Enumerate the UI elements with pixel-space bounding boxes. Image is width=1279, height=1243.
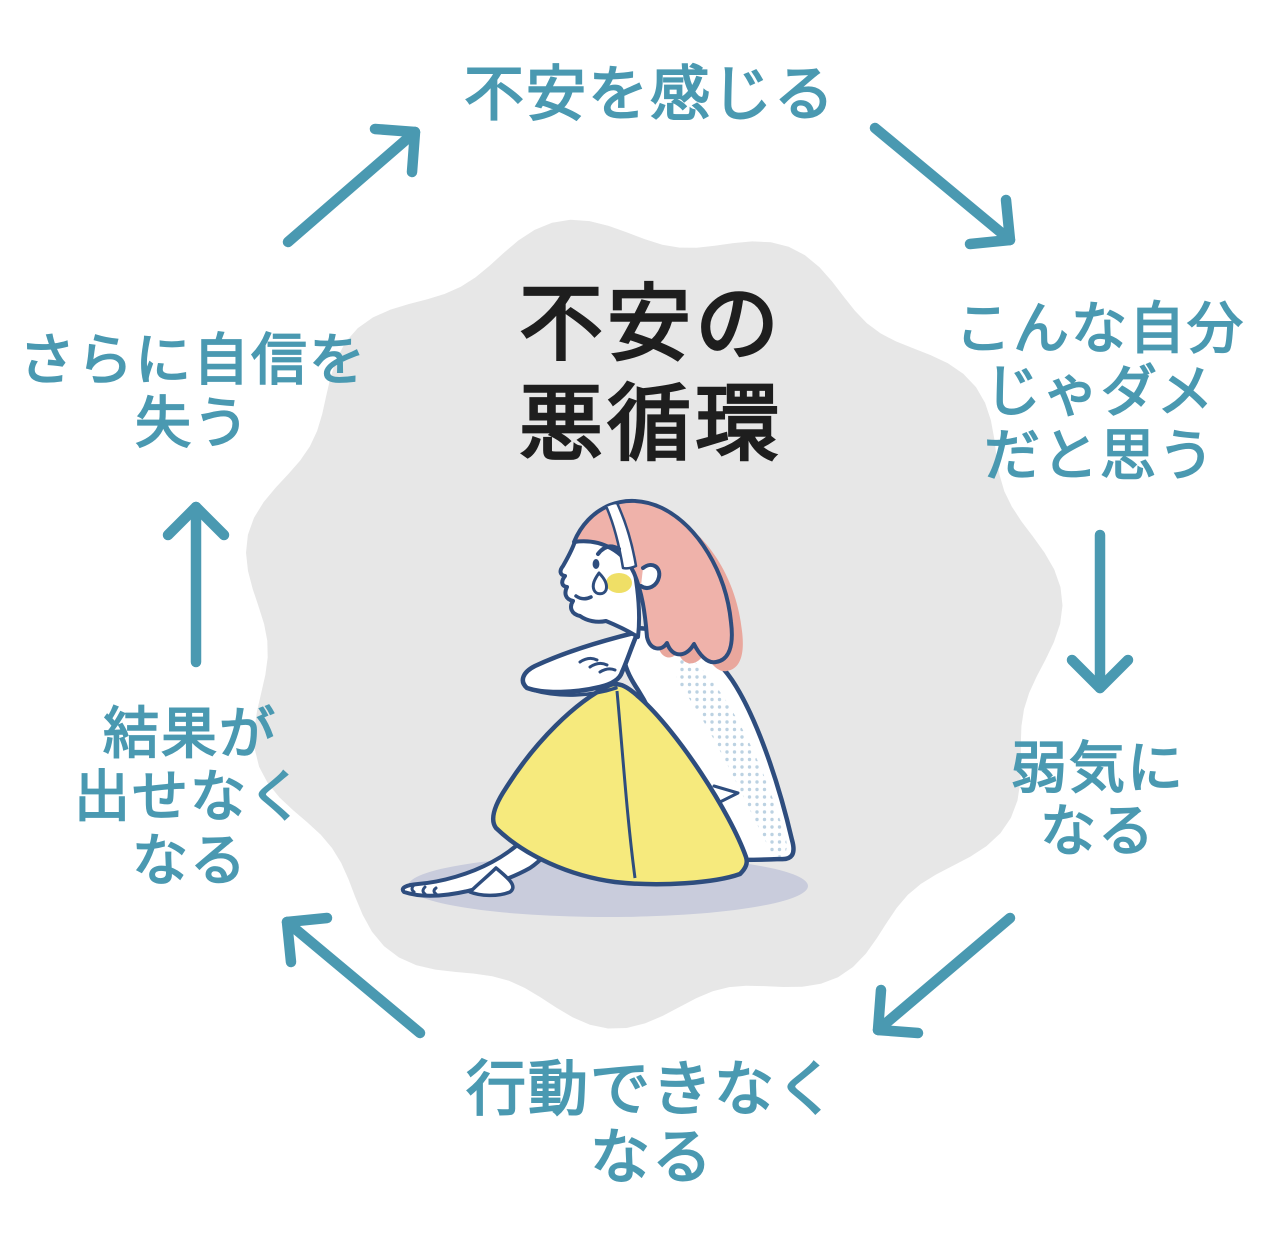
arrow-lower-right-to-bottom <box>872 912 1016 1039</box>
step-label-line: だと思う <box>984 423 1216 487</box>
toe-details <box>410 883 438 896</box>
ear <box>639 563 662 590</box>
cycle-step-self-denial: こんな自分 じゃダメ だと思う <box>955 297 1245 487</box>
diagram-title: 不安の 悪循環 <box>519 276 783 476</box>
cycle-step-become-timid: 弱気に なる <box>1011 737 1185 864</box>
step-label-line: さらに自信を <box>19 328 367 392</box>
cycle-step-cannot-act: 行動できなく なる <box>466 1056 838 1192</box>
back-foot <box>468 866 515 898</box>
cycle-step-feel-anxiety: 不安を感じる <box>464 61 836 129</box>
diagram-title-line: 不安の <box>518 279 784 373</box>
cycle-step-lose-confidence: さらに自信を 失う <box>19 329 367 456</box>
skirt <box>491 681 749 887</box>
step-label-line: なる <box>1040 800 1156 863</box>
headband <box>604 501 638 570</box>
step-label-line: 行動できなく <box>466 1056 838 1124</box>
step-label-line: 弱気に <box>1011 736 1185 800</box>
diagram-title-line: 悪循環 <box>518 379 784 472</box>
eye <box>592 559 600 569</box>
skirt-fold-line <box>615 690 637 879</box>
shirt-fold-mark <box>712 784 740 804</box>
sad-woman-hugging-knees-illustration <box>400 498 808 917</box>
step-label-line: 出せなく <box>74 765 306 829</box>
step-label-line: なる <box>590 1124 714 1191</box>
tear-drop <box>591 571 608 596</box>
forearm-line <box>530 686 618 697</box>
step-label-line: 不安を感じる <box>464 61 836 129</box>
halftone-shading <box>676 648 787 858</box>
hand-fingers <box>578 656 617 674</box>
step-label-line: こんな自分 <box>955 297 1245 361</box>
arrow-top-to-upper-right <box>869 122 1016 250</box>
arrow-upper-right-to-lower-right <box>1066 529 1134 694</box>
arrow-bottom-to-lower-left <box>281 912 426 1039</box>
step-label-line: なる <box>132 828 248 892</box>
worried-eyebrow <box>596 544 621 556</box>
step-label-line: じゃダメ <box>984 360 1216 424</box>
sad-mouth <box>574 594 593 601</box>
step-label-line: 結果が <box>103 702 277 766</box>
step-label-line: 失う <box>135 392 251 455</box>
cycle-step-no-results: 結果が 出せなく なる <box>74 702 306 892</box>
arrow-upper-left-to-top <box>282 123 421 248</box>
blush <box>606 573 632 593</box>
arrow-lower-left-to-upper-left <box>162 501 230 668</box>
